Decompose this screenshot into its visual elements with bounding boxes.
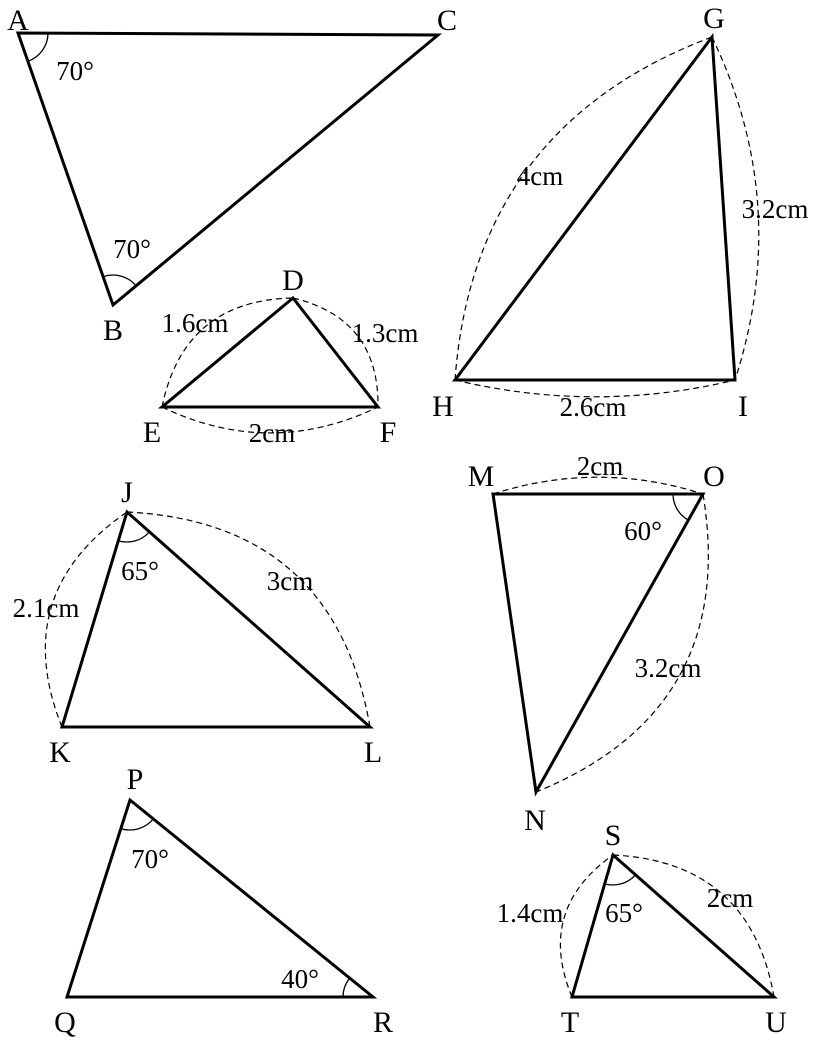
measure-arc-def-e-f xyxy=(161,406,379,434)
angle-arc-j xyxy=(118,531,150,543)
side-length-ed: 1.6cm xyxy=(162,308,229,338)
vertex-label-r: R xyxy=(373,1006,393,1038)
vertex-label-s: S xyxy=(605,819,622,852)
vertex-label-b: B xyxy=(103,314,123,347)
vertex-label-n: N xyxy=(524,804,546,837)
vertex-label-m: M xyxy=(468,460,495,493)
vertex-label-o: O xyxy=(703,460,725,493)
angle-label-p: 70° xyxy=(131,844,169,874)
triangle-jkl xyxy=(59,509,374,729)
side-length-hi: 2.6cm xyxy=(560,392,627,422)
triangle-ghi xyxy=(452,32,737,382)
measure-arc-def-d-f xyxy=(292,297,379,408)
side-length-hg: 4cm xyxy=(517,161,564,191)
angle-label-s: 65° xyxy=(605,898,643,928)
side-length-gi: 3.2cm xyxy=(742,194,809,224)
measure-arc-stu-s-u xyxy=(612,854,775,998)
vertex-label-k: K xyxy=(49,736,71,769)
side-length-mo: 2cm xyxy=(577,451,624,481)
triangle-def xyxy=(157,295,382,409)
angle-label-a: 70° xyxy=(56,56,94,86)
angle-arc-b xyxy=(102,274,137,287)
measure-arc-jkl-k-j xyxy=(44,511,128,728)
side-length-on: 3.2cm xyxy=(635,653,702,683)
vertex-label-c: C xyxy=(437,4,457,37)
side-length-df: 1.3cm xyxy=(352,318,419,348)
vertex-label-h: H xyxy=(432,390,454,423)
measure-arc-mno-o-n xyxy=(535,493,709,793)
triangle-pqr xyxy=(64,797,378,999)
side-length-ts: 1.4cm xyxy=(497,898,564,928)
vertex-label-t: T xyxy=(561,1006,579,1038)
vertex-label-q: Q xyxy=(54,1006,76,1038)
angle-label-j: 65° xyxy=(121,556,159,586)
angle-arc-a xyxy=(27,33,49,62)
vertex-label-j: J xyxy=(121,476,133,509)
triangle-mno xyxy=(491,492,706,797)
measure-arc-stu-t-s xyxy=(559,854,614,998)
angle-arc-s xyxy=(604,874,636,886)
side-length-ef: 2cm xyxy=(249,418,296,448)
vertex-label-p: P xyxy=(127,763,144,796)
measure-arc-jkl-j-l xyxy=(126,511,371,728)
angle-label-r: 40° xyxy=(281,964,319,994)
measure-arc-def-e-d xyxy=(161,297,294,408)
vertex-label-g: G xyxy=(703,2,725,35)
vertex-label-f: F xyxy=(380,416,397,449)
angle-arc-r xyxy=(342,977,351,998)
vertex-label-a: A xyxy=(7,4,29,37)
vertex-label-d: D xyxy=(282,264,304,297)
triangle-stu xyxy=(570,852,778,999)
vertex-label-e: E xyxy=(143,416,161,449)
side-length-jl: 3cm xyxy=(267,566,314,596)
angle-arc-o xyxy=(672,493,689,521)
vertex-label-l: L xyxy=(364,736,382,769)
measure-arc-ghi-g-i xyxy=(711,36,760,381)
measure-arc-ghi-h-i xyxy=(454,379,736,398)
side-length-su: 2cm xyxy=(707,883,754,913)
angle-label-b: 70° xyxy=(113,234,151,264)
angle-label-o: 60° xyxy=(624,516,662,546)
triangle-abc xyxy=(15,31,443,308)
side-length-kj: 2.1cm xyxy=(13,593,80,623)
vertex-label-i: I xyxy=(738,390,748,423)
vertex-label-u: U xyxy=(765,1006,787,1038)
angle-arc-p xyxy=(120,818,154,831)
